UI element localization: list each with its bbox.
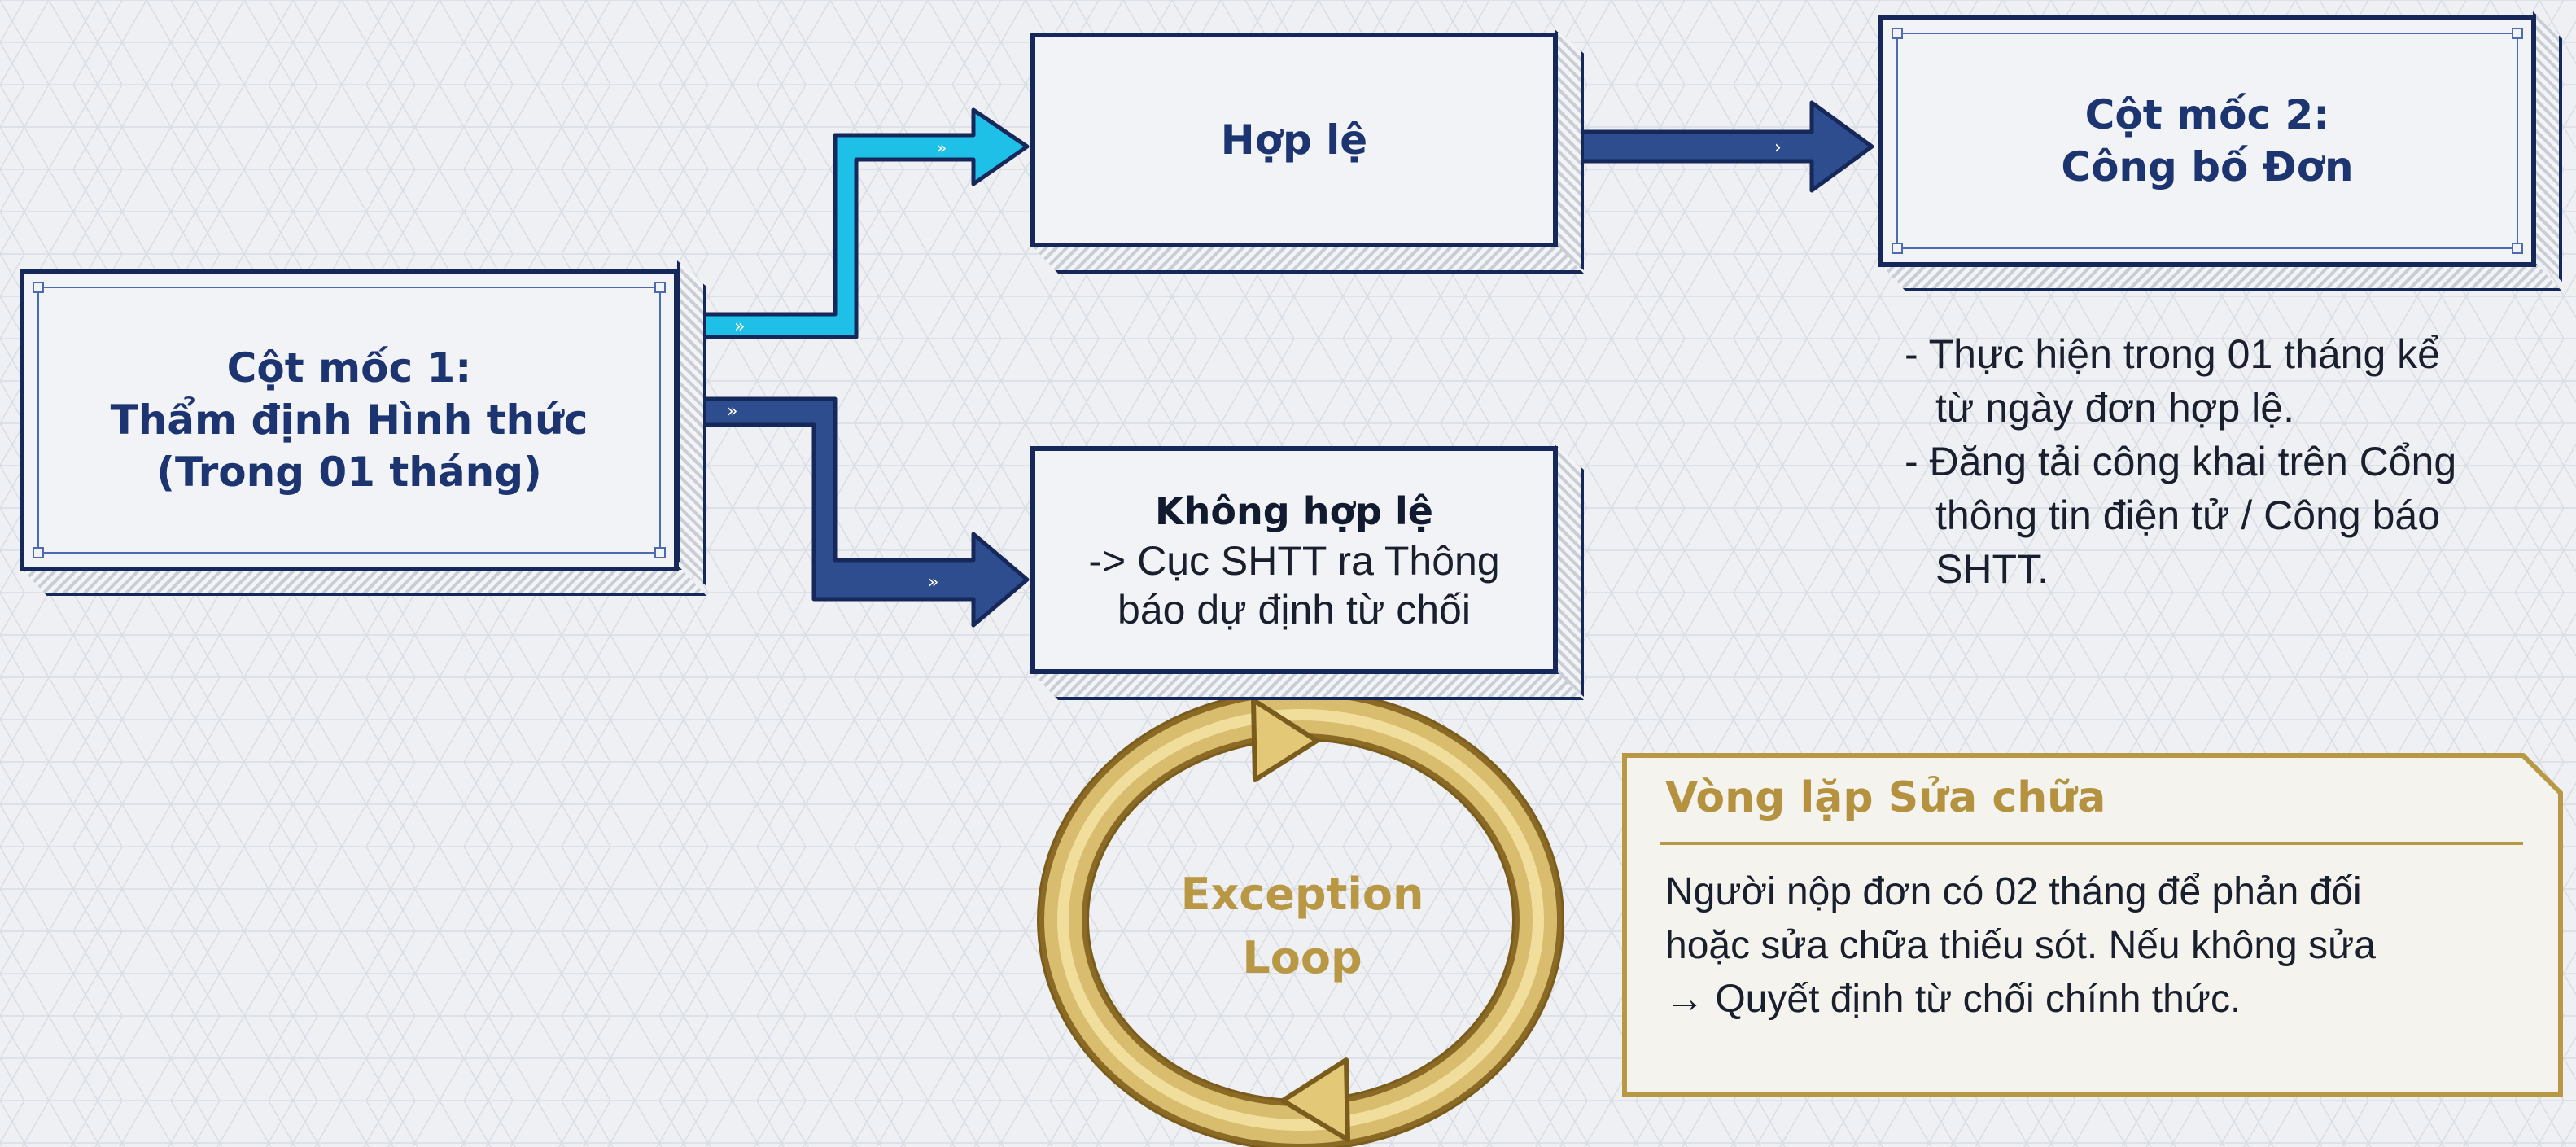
milestone2-side-face [2533, 11, 2562, 282]
milestone1-title: Cột mốc 1: [226, 344, 472, 392]
repair-loop-box: Vòng lặp Sửa chữa Người nộp đơn có 02 th… [1625, 755, 2561, 1094]
svg-text:»: » [936, 138, 947, 159]
note-item-line: - Thực hiện trong 01 tháng kể [1905, 331, 2440, 377]
note-item: - Thực hiện trong 01 tháng kể từ ngày đơ… [1905, 327, 2456, 435]
repair-loop-line: hoặc sửa chữa thiếu sót. Nếu không sửa [1665, 924, 2376, 967]
publication-notes: - Thực hiện trong 01 tháng kể từ ngày đơ… [1905, 327, 2456, 596]
publish-connector-arrow: › [1575, 100, 1874, 193]
frame-corner [2512, 28, 2523, 39]
invalid-box: Không hợp lệ -> Cục SHTT ra Thông báo dự… [1030, 446, 1558, 674]
milestone1-subtitle: Thẩm định Hình thức [110, 396, 588, 444]
exception-loop-line1: Exception [1180, 869, 1424, 920]
frame-corner [33, 282, 44, 293]
milestone1-side-face [677, 260, 706, 586]
invalid-connector-arrow: » » [702, 396, 1030, 628]
exception-loop-ring [1037, 689, 1564, 1147]
valid-bottom-face [1030, 244, 1584, 274]
frame-corner [1892, 243, 1903, 254]
milestone1-box: Cột mốc 1: Thẩm định Hình thức (Trong 01… [20, 269, 679, 571]
repair-loop-title: Vòng lặp Sửa chữa [1665, 773, 2106, 822]
svg-text:»: » [727, 401, 737, 422]
svg-text:›: › [1774, 138, 1782, 158]
milestone2-box: Cột mốc 2: Công bố Đơn [1878, 15, 2536, 267]
frame-corner [654, 282, 666, 293]
invalid-bottom-face [1030, 671, 1584, 700]
note-item-line: thông tin điện tử / Công báo [1935, 493, 2441, 538]
milestone1-duration: (Trong 01 tháng) [156, 449, 542, 496]
valid-label: Hợp lệ [1220, 116, 1368, 164]
repair-loop-line: → Quyết định từ chối chính thức. [1665, 978, 2241, 1021]
frame-corner [2512, 243, 2523, 254]
milestone1-bottom-face [20, 567, 706, 596]
valid-box: Hợp lệ [1030, 33, 1558, 247]
invalid-side-face [1555, 444, 1584, 697]
frame-corner [33, 547, 44, 558]
milestone2-title: Cột mốc 2: [2084, 91, 2330, 138]
note-item-line: SHTT. [1935, 546, 2049, 592]
frame-corner [1892, 28, 1903, 39]
invalid-line2: báo dự định từ chối [1117, 587, 1471, 633]
svg-text:»: » [734, 317, 745, 337]
exception-loop-line2: Loop [1242, 932, 1362, 983]
invalid-line1: -> Cục SHTT ra Thông [1088, 538, 1500, 584]
svg-text:»: » [928, 572, 938, 593]
note-item-line: từ ngày đơn hợp lệ. [1935, 385, 2294, 431]
repair-loop-body: Người nộp đơn có 02 tháng để phản đối ho… [1665, 865, 2376, 1027]
valid-connector-arrow: » » [702, 107, 1030, 339]
repair-loop-line: Người nộp đơn có 02 tháng để phản đối [1665, 870, 2362, 913]
exception-loop-label: Exception Loop [1123, 863, 1481, 990]
invalid-title: Không hợp lệ [1155, 489, 1433, 533]
note-item-line: - Đăng tải công khai trên Cổng [1905, 439, 2457, 484]
valid-side-face [1555, 29, 1584, 270]
milestone2-subtitle: Công bố Đơn [2061, 143, 2354, 190]
repair-loop-frame [1622, 753, 2563, 1097]
frame-corner [654, 547, 666, 558]
note-item: - Đăng tải công khai trên Cổng thông tin… [1905, 435, 2456, 596]
